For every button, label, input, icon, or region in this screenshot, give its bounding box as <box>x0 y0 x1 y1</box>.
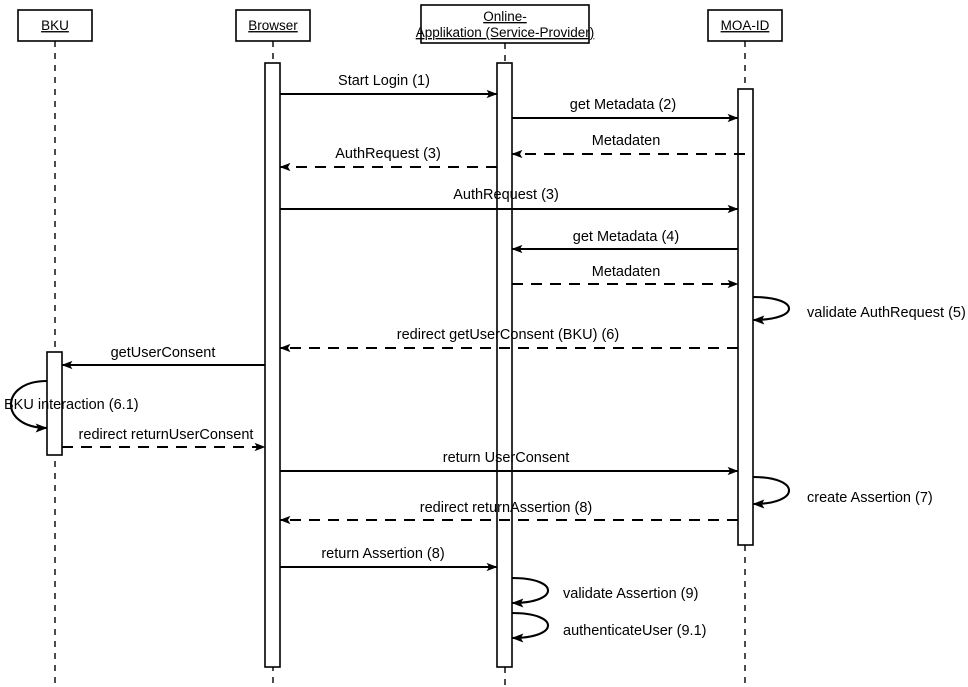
message-m12: redirect returnAssertion (8) <box>279 500 738 525</box>
message-label-m11: return UserConsent <box>443 450 570 466</box>
message-m13: return Assertion (8) <box>280 546 498 572</box>
message-label-m3: Metadaten <box>592 133 661 149</box>
self-message-arc-s3 <box>752 475 791 509</box>
self-message-label-s5: authenticateUser (9.1) <box>563 623 706 639</box>
message-label-m9: getUserConsent <box>111 345 216 361</box>
lifeline-header-moa-id[interactable]: MOA-ID <box>707 9 783 42</box>
self-messages-layer: validate AuthRequest (5) BKU interaction … <box>4 295 966 643</box>
activation-bar-browser-0 <box>264 62 281 668</box>
lifeline-header-box-moa-id <box>707 9 783 42</box>
lifeline-header-box-online-applikation <box>420 4 590 44</box>
message-m10: redirect returnUserConsent <box>62 427 266 452</box>
self-message-label-s2: BKU interaction (6.1) <box>4 397 139 413</box>
self-message-s4: validate Assertion (9) <box>511 576 698 608</box>
message-label-m4: AuthRequest (3) <box>335 146 441 162</box>
lifeline-header-online-applikation[interactable]: Online-Applikation (Service-Provider) <box>416 4 595 44</box>
message-label-m8: redirect getUserConsent (BKU) (6) <box>397 327 619 343</box>
message-m4: AuthRequest (3) <box>279 146 497 172</box>
message-m9: getUserConsent <box>61 345 265 370</box>
self-message-label-s3: create Assertion (7) <box>807 490 933 506</box>
message-m11: return UserConsent <box>280 450 739 476</box>
self-message-label-s1: validate AuthRequest (5) <box>807 305 966 321</box>
lifeline-header-browser[interactable]: Browser <box>235 9 311 42</box>
self-message-s2: BKU interaction (6.1) <box>4 379 139 433</box>
self-message-arc-s5 <box>511 611 549 643</box>
message-label-m5: AuthRequest (3) <box>453 187 559 203</box>
message-label-m1: Start Login (1) <box>338 73 430 89</box>
lifeline-header-label-moa-id: MOA-ID <box>721 18 770 33</box>
message-m7: Metadaten <box>512 264 739 289</box>
lifeline-header-box-bku <box>17 9 93 42</box>
self-message-s3: create Assertion (7) <box>752 475 933 509</box>
message-m3: Metadaten <box>511 133 745 159</box>
self-message-label-s4: validate Assertion (9) <box>563 586 698 602</box>
lifeline-headers-layer: BKU Browser Online-Applikation (Service-Pr… <box>17 4 783 44</box>
message-m2: get Metadata (2) <box>512 97 739 123</box>
message-m8: redirect getUserConsent (BKU) (6) <box>279 327 738 353</box>
self-message-arc-s1 <box>752 295 790 325</box>
message-label-m13: return Assertion (8) <box>321 546 444 562</box>
self-message-s1: validate AuthRequest (5) <box>752 295 966 325</box>
message-m5: AuthRequest (3) <box>280 187 739 214</box>
message-m6: get Metadata (4) <box>511 229 738 254</box>
activation-bar-online-applikation-0 <box>496 62 513 668</box>
lifeline-header-box-browser <box>235 9 311 42</box>
self-message-s5: authenticateUser (9.1) <box>511 611 706 643</box>
lifeline-header-label-online-applikation: Online-Applikation (Service-Provider) <box>416 9 595 40</box>
lifeline-header-label-browser: Browser <box>248 18 298 33</box>
messages-layer: Start Login (1) get Metadata (2) Metadaten… <box>61 73 745 572</box>
lifeline-header-label-bku: BKU <box>41 18 69 33</box>
activation-bar-bku-0 <box>46 351 63 456</box>
message-m1: Start Login (1) <box>280 73 498 99</box>
activation-bar-moa-id-0 <box>737 88 754 546</box>
message-label-m12: redirect returnAssertion (8) <box>420 500 592 516</box>
message-label-m7: Metadaten <box>592 264 661 280</box>
self-message-arc-s4 <box>511 576 549 608</box>
self-message-arc-s2 <box>9 379 48 433</box>
message-label-m6: get Metadata (4) <box>573 229 679 245</box>
message-label-m10: redirect returnUserConsent <box>79 427 254 443</box>
lifeline-header-bku[interactable]: BKU <box>17 9 93 42</box>
message-label-m2: get Metadata (2) <box>570 97 676 113</box>
